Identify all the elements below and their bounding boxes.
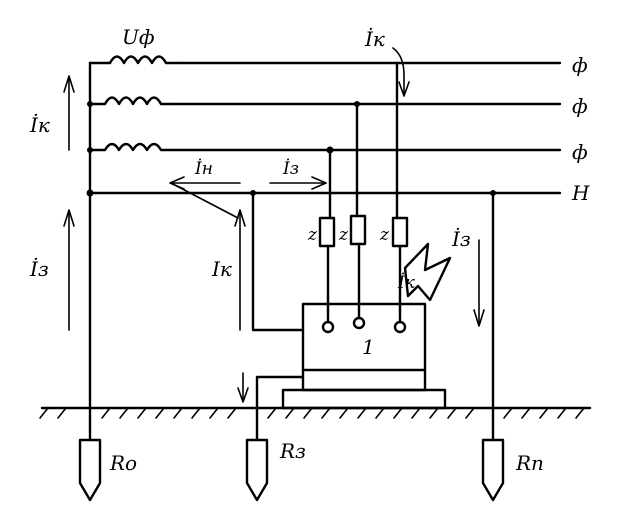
phase-conductors [88,61,562,195]
impedance-label-1: z [307,225,318,245]
impedance-z2 [349,214,367,246]
source-windings [88,55,182,152]
neutral-current-label: İн [194,158,213,179]
impedance-label-3: z [379,225,390,245]
fault-arc-symbol [403,242,452,302]
impedances [318,214,409,248]
resistor-label-rz: Rз [279,439,306,463]
left-current-upper-label: İк [29,113,50,137]
equipment-label: 1 [362,335,375,359]
conductor-label-a: ф [572,53,588,77]
current-arrows [63,47,485,403]
junction-dot [250,190,256,196]
impedance-z3 [391,216,409,248]
junction-dot [87,147,93,153]
impedance-label-2: z [338,225,349,245]
phase-voltage-label: Uф [122,25,155,49]
protective-conductor [251,191,305,332]
device-current-label: Iк [211,257,232,281]
ground-electrode-rz [245,438,269,502]
ground-surface [39,406,592,419]
fault-arc-label: İк [397,272,416,293]
ground-electrode-ro [78,438,102,502]
resistor-label-rp: Rп [515,451,544,475]
ground-electrode-rp [481,438,505,502]
fault-current-top-label: İк [364,27,385,51]
conductor-label-b: ф [572,94,588,118]
terminal-3 [393,320,407,334]
junction-dot [87,101,93,107]
terminal-1 [321,320,335,334]
ground-current-mid-label: İз [282,158,299,179]
conductor-label-n: Н [571,181,590,205]
impedance-z1 [318,216,336,248]
terminal-2 [352,316,366,330]
resistor-label-ro: Ro [109,451,137,475]
right-current-label: İз [451,227,471,251]
foundation-slab [281,388,447,410]
junction-dot [490,190,496,196]
conductor-label-c: ф [572,140,588,164]
left-current-lower-label: İз [29,257,49,281]
ground-lead [255,375,305,442]
